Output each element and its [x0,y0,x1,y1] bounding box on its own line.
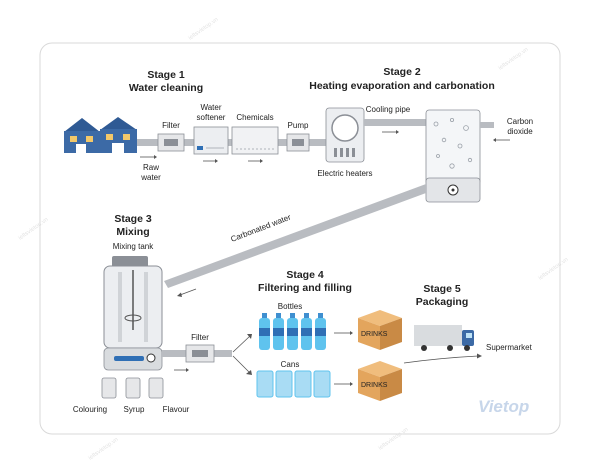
raw-water-arrow [140,155,157,159]
cooling-pipe [364,119,426,126]
vietop-logo: Vietop [478,397,529,416]
box-bottles-text: DRINKS [361,331,388,338]
chemicals-label: Chemicals [236,113,273,122]
carbonated-flow-arrow [177,288,197,297]
stage-2-title: Stage 2 [383,66,421,78]
watermark-1: ieltsvietop.vn [188,17,220,42]
co2-flow-arrow [493,138,510,142]
pack-arrows [334,331,353,386]
cooling-pipe-label: Cooling pipe [366,105,411,114]
colouring-label: Colouring [73,405,107,414]
filter-2-unit [185,344,215,363]
watermark-6: ieltsvietop.vn [88,437,120,462]
branch-arrows [232,334,252,375]
stage-1-title: Stage 1 [147,69,185,81]
cans-label: Cans [281,360,300,369]
carbonated-water-pipe [164,184,426,288]
pipe-to-heater [297,139,327,146]
syrup-container [125,377,141,399]
cans-group [256,370,331,398]
filter-2-flow-arrow [174,368,189,372]
water-softener-unit [193,126,229,155]
flow-arrows-stage1 [203,159,263,163]
stage-3-title: Stage 3 [114,213,152,225]
box-bottles [358,310,402,350]
colouring-container [101,377,117,399]
raw-water-label-line1: Raw [143,163,159,172]
co2-inlet-pipe [480,122,494,128]
electric-heaters-label: Electric heaters [317,169,372,178]
truck [414,325,474,351]
pump-label: Pump [288,121,309,130]
carbon-dioxide-label-line2: dioxide [507,127,533,136]
flavour-label: Flavour [163,405,190,414]
box-cans [358,361,402,401]
filter-2-label: Filter [191,333,209,342]
pump-unit [286,133,310,152]
stage-5-name: Packaging [416,296,469,308]
supermarket-label: Supermarket [486,343,533,352]
filter-1-label: Filter [162,121,180,130]
cooling-flow-arrow [382,130,399,134]
raw-water-label-line2: water [140,173,161,182]
box-cans-text: DRINKS [361,382,388,389]
flavour-container [148,377,164,399]
to-supermarket-arrow [403,353,482,364]
filter-1-unit [157,133,185,152]
mixing-tank-label: Mixing tank [113,242,154,251]
electric-heater-unit [325,107,365,163]
carbonation-tank [425,109,481,203]
water-softener-label-line1: Water [200,103,221,112]
stage-4-name: Filtering and filling [258,282,352,294]
chemicals-tank [231,126,279,155]
stage-2-name: Heating evaporation and carbonation [309,80,495,92]
bottles-label: Bottles [278,302,302,311]
mixing-tank [103,256,163,371]
stage-5-title: Stage 5 [423,283,461,295]
bottles-group [259,313,326,350]
syrup-label: Syrup [124,405,145,414]
water-softener-label-line2: softener [197,113,226,122]
stage-1-name: Water cleaning [129,82,203,94]
stage-4-title: Stage 4 [286,269,324,281]
carbon-dioxide-label-line1: Carbon [507,117,533,126]
water-source-buildings [64,117,137,153]
stage-3-name: Mixing [116,226,149,238]
